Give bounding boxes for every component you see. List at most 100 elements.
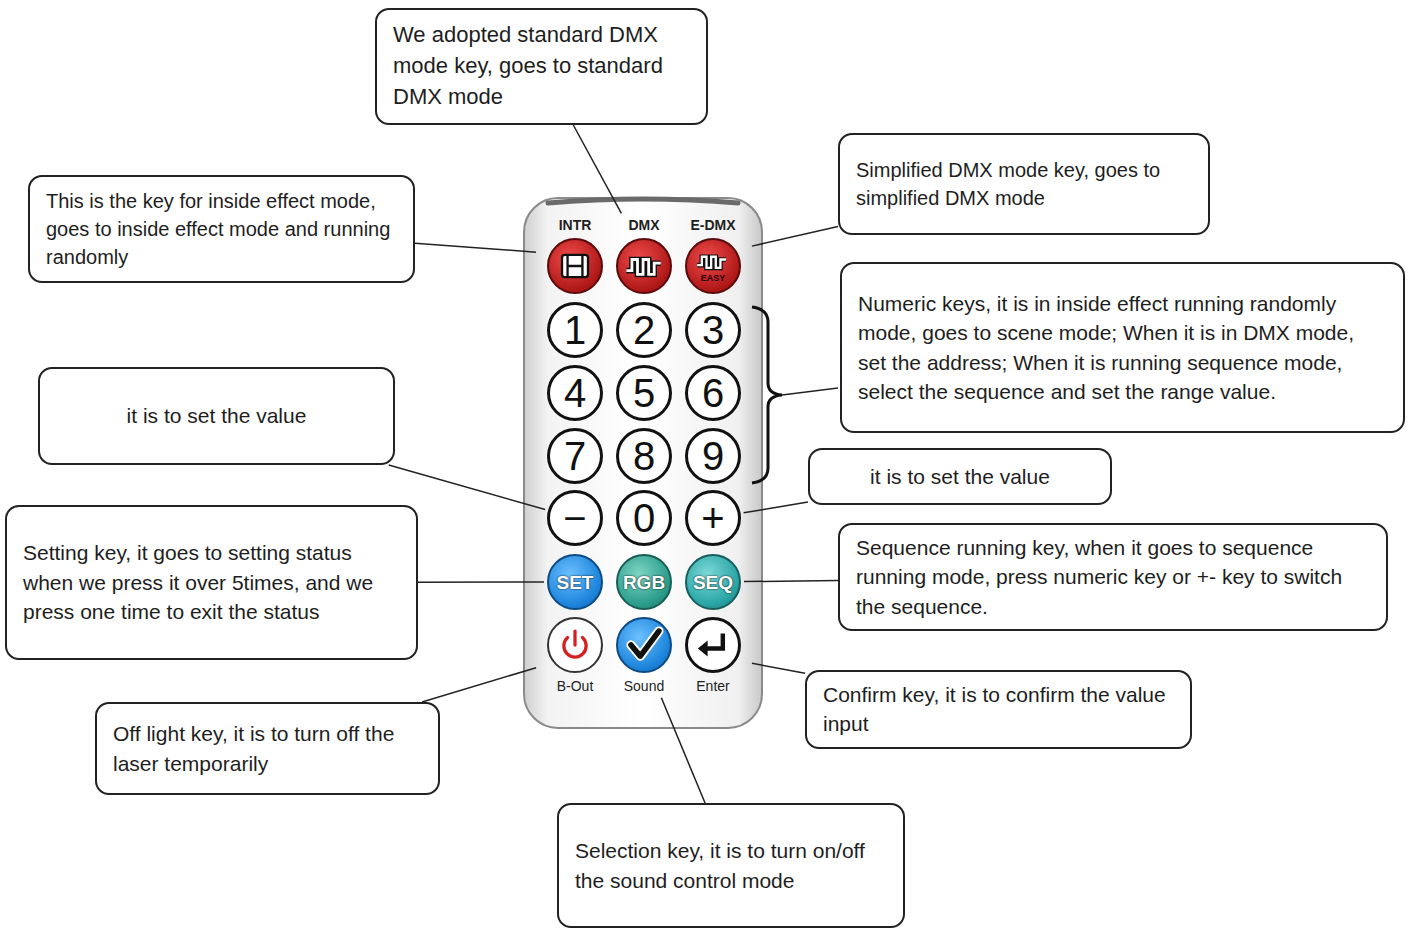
leader-line <box>752 226 838 246</box>
button-icon-shape <box>631 631 659 656</box>
remote-button: 0 <box>608 490 680 546</box>
button-disc: 2 <box>616 302 672 358</box>
callout-box: Sequence running key, when it goes to se… <box>838 523 1388 631</box>
button-label: INTR <box>559 216 592 234</box>
button-disc <box>547 617 603 673</box>
remote-button: 1 <box>539 302 611 358</box>
button-disc <box>685 617 741 673</box>
button-text: 1 <box>564 310 586 350</box>
button-label: DMX <box>628 216 659 234</box>
button-icon <box>618 619 670 671</box>
button-disc: 5 <box>616 365 672 421</box>
button-disc: SET <box>547 554 603 610</box>
callout-text: Setting key, it goes to setting status w… <box>23 538 400 626</box>
callout-text: We adopted standard DMX mode key, goes t… <box>393 20 690 112</box>
callout-text: This is the key for inside effect mode, … <box>46 187 397 271</box>
button-disc <box>616 238 672 294</box>
button-text: + <box>701 498 724 538</box>
remote-button: 2 <box>608 302 680 358</box>
callout-text: it is to set the value <box>56 401 377 430</box>
button-label: Enter <box>696 677 729 695</box>
callout-box: Selection key, it is to turn on/off the … <box>557 803 905 928</box>
callout-box: it is to set the value <box>38 367 395 465</box>
button-icon <box>549 240 601 292</box>
button-label: B-Out <box>557 677 594 695</box>
button-disc: + <box>685 490 741 546</box>
button-disc: 6 <box>685 365 741 421</box>
callout-box: it is to set the value <box>808 448 1112 505</box>
button-text: 8 <box>633 436 655 476</box>
button-disc: SEQ <box>685 554 741 610</box>
button-text: 6 <box>702 373 724 413</box>
leader-line <box>744 502 808 513</box>
callout-text: Selection key, it is to turn on/off the … <box>575 836 887 895</box>
remote-button: + <box>677 490 749 546</box>
leader-line <box>418 581 544 583</box>
callout-text: Simplified DMX mode key, goes to simplif… <box>856 156 1192 212</box>
button-disc: RGB <box>616 554 672 610</box>
button-icon-shape <box>697 257 726 268</box>
button-label: Sound <box>624 677 664 695</box>
button-disc: 9 <box>685 428 741 484</box>
remote-button: Enter <box>677 617 749 695</box>
button-disc: 1 <box>547 302 603 358</box>
callout-box: Simplified DMX mode key, goes to simplif… <box>838 133 1210 235</box>
leader-line <box>744 580 838 581</box>
remote-button: Sound <box>608 617 680 695</box>
callout-text: Off light key, it is to turn off the las… <box>113 719 422 778</box>
remote-button: 4 <box>539 365 611 421</box>
button-disc: 3 <box>685 302 741 358</box>
leader-line <box>573 125 621 213</box>
callout-text: Sequence running key, when it goes to se… <box>856 533 1370 621</box>
callout-text: it is to set the value <box>826 462 1094 491</box>
button-text: 7 <box>564 436 586 476</box>
remote-button: RGB <box>608 554 680 610</box>
bracket-leader-line <box>782 388 838 395</box>
button-disc <box>616 617 672 673</box>
button-text: 4 <box>564 373 586 413</box>
button-text: 0 <box>633 498 655 538</box>
button-text: SET <box>557 573 594 592</box>
remote-button: 8 <box>608 428 680 484</box>
callout-box: We adopted standard DMX mode key, goes t… <box>375 8 708 125</box>
remote-top-edge <box>548 199 738 203</box>
remote-body <box>524 198 762 728</box>
callout-text: Numeric keys, it is in inside effect run… <box>858 289 1387 407</box>
callout-box: Off light key, it is to turn off the las… <box>95 702 440 795</box>
button-icon-shape <box>562 255 588 277</box>
button-disc: 7 <box>547 428 603 484</box>
button-icon-shape <box>698 633 723 656</box>
button-text: EASY <box>701 274 726 283</box>
button-icon <box>687 240 739 292</box>
button-text: − <box>563 498 586 538</box>
button-disc: 4 <box>547 365 603 421</box>
callout-box: Setting key, it goes to setting status w… <box>5 505 418 660</box>
button-text: 3 <box>702 310 724 350</box>
remote-button: SEQ <box>677 554 749 610</box>
leader-line <box>422 668 536 702</box>
button-icon-shape <box>564 631 586 657</box>
button-text: SEQ <box>693 573 733 592</box>
button-disc: 0 <box>616 490 672 546</box>
leader-line <box>389 465 545 510</box>
remote-button: INTR <box>539 216 611 294</box>
remote-button: 3 <box>677 302 749 358</box>
remote-button: B-Out <box>539 617 611 695</box>
callout-box: Numeric keys, it is in inside effect run… <box>840 262 1405 433</box>
callout-box: This is the key for inside effect mode, … <box>28 175 415 283</box>
button-text: 5 <box>633 373 655 413</box>
button-disc: 8 <box>616 428 672 484</box>
remote-button: SET <box>539 554 611 610</box>
button-label: E-DMX <box>690 216 735 234</box>
callout-box: Confirm key, it is to confirm the value … <box>805 670 1192 749</box>
leader-line <box>752 663 805 673</box>
callout-text: Confirm key, it is to confirm the value … <box>823 680 1174 739</box>
remote-button: DMX <box>608 216 680 294</box>
leader-line <box>415 243 536 252</box>
button-text: 9 <box>702 436 724 476</box>
numeric-bracket <box>752 307 782 483</box>
remote-button: E-DMX EASY <box>677 216 749 294</box>
remote-button: − <box>539 490 611 546</box>
button-icon-shape <box>626 260 660 275</box>
